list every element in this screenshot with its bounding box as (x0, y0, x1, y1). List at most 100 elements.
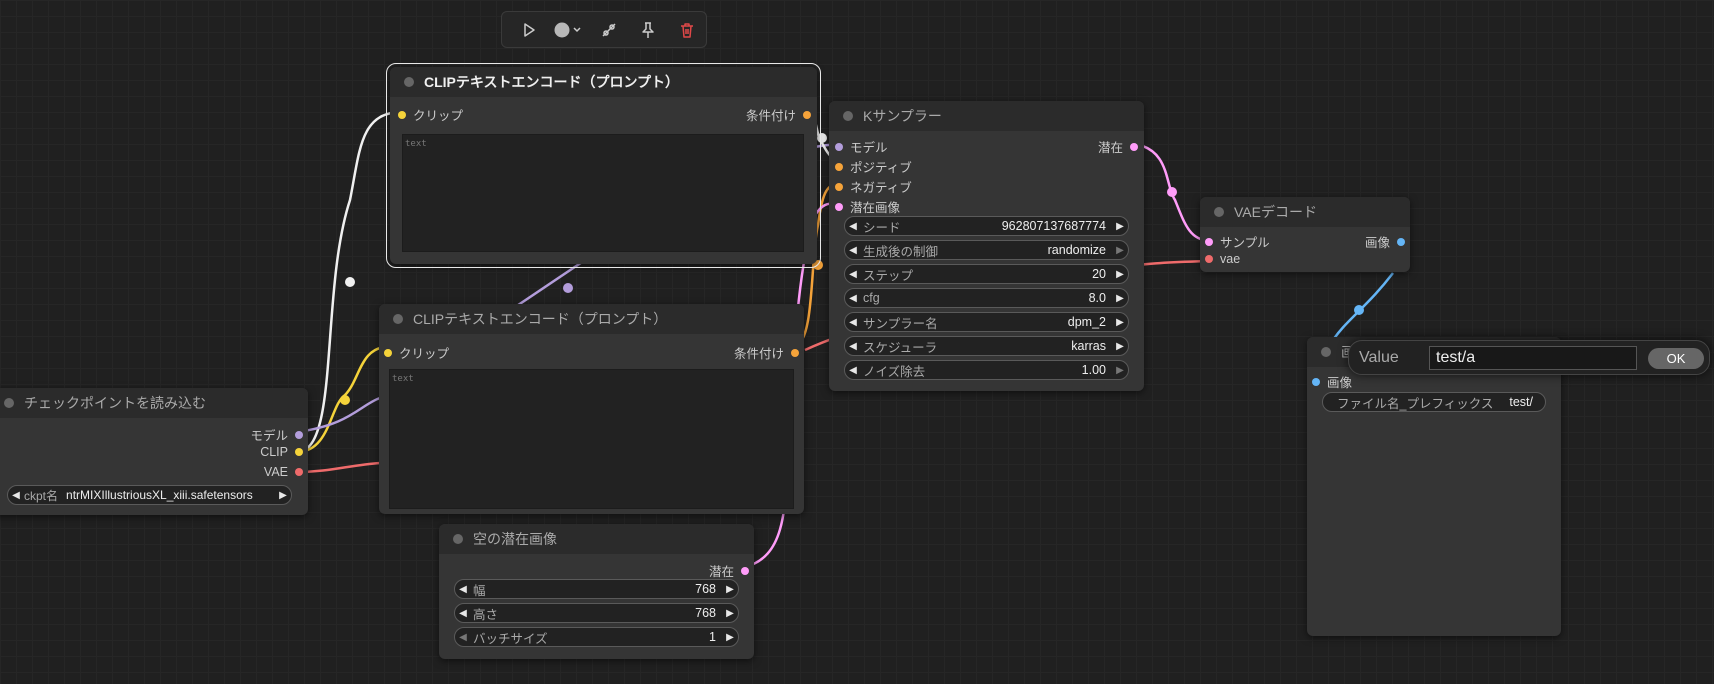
cfg-widget[interactable]: ◀ cfg 8.0 ▶ (844, 288, 1129, 308)
collapse-dot-icon[interactable] (1321, 347, 1331, 357)
increment-arrow-icon[interactable]: ▶ (726, 631, 734, 643)
reroute-dot[interactable] (340, 395, 350, 405)
vae-slot-dot[interactable] (295, 468, 303, 476)
reroute-dot[interactable] (345, 277, 355, 287)
latent-slot-dot[interactable] (1130, 142, 1138, 151)
output-slot-latent[interactable]: 潜在 (1098, 137, 1138, 156)
node-title-bar[interactable]: チェックポイントを読み込む (0, 388, 308, 418)
collapse-dot-icon[interactable] (453, 534, 463, 544)
ksampler-node[interactable]: Kサンプラー モデル ポジティブ ネガティブ 潜在画像 潜在 ◀ シード 962… (829, 101, 1144, 391)
collapse-dot-icon[interactable] (404, 77, 414, 87)
reroute-dot[interactable] (563, 283, 573, 293)
batch-size-widget[interactable]: ◀ バッチサイズ 1 ▶ (454, 627, 739, 647)
increment-arrow-icon[interactable]: ▶ (726, 607, 734, 619)
clip-text-encode-node[interactable]: CLIPテキストエンコード（プロンプト） クリップ 条件付け text (386, 63, 821, 268)
increment-arrow-icon[interactable]: ▶ (1116, 316, 1124, 328)
output-slot-conditioning[interactable]: 条件付け (746, 105, 811, 124)
height-widget[interactable]: ◀ 高さ 768 ▶ (454, 603, 739, 623)
increment-arrow-icon[interactable]: ▶ (1116, 340, 1124, 352)
sampler-name-widget[interactable]: ◀ サンプラー名 dpm_2 ▶ (844, 312, 1129, 332)
latent-slot-dot[interactable] (741, 566, 749, 575)
load-checkpoint-node[interactable]: チェックポイントを読み込む モデル CLIP VAE ◀ ckpt名 ntrMI… (0, 388, 308, 515)
decrement-arrow-icon[interactable]: ◀ (849, 340, 857, 352)
width-widget[interactable]: ◀ 幅 768 ▶ (454, 579, 739, 599)
model-slot-dot[interactable] (295, 430, 303, 439)
increment-arrow-icon[interactable]: ▶ (1116, 244, 1124, 256)
decrement-arrow-icon[interactable]: ◀ (459, 583, 467, 595)
clip-slot-dot[interactable] (295, 448, 303, 456)
empty-latent-image-node[interactable]: 空の潜在画像 潜在 ◀ 幅 768 ▶ ◀ 高さ 768 ▶ ◀ バッチサイズ … (439, 524, 754, 659)
node-title-bar[interactable]: Kサンプラー (829, 101, 1144, 131)
increment-arrow-icon[interactable]: ▶ (1116, 364, 1124, 376)
decrement-arrow-icon[interactable]: ◀ (849, 316, 857, 328)
clip-slot-dot[interactable] (398, 110, 406, 119)
node-title-bar[interactable]: CLIPテキストエンコード（プロンプト） (379, 304, 804, 334)
node-title-bar[interactable]: CLIPテキストエンコード（プロンプト） (390, 67, 817, 97)
clip-slot-dot[interactable] (384, 348, 392, 357)
decrement-arrow-icon[interactable]: ◀ (459, 631, 467, 643)
increment-arrow-icon[interactable]: ▶ (1116, 292, 1124, 304)
increment-arrow-icon[interactable]: ▶ (279, 489, 287, 501)
value-input[interactable]: test/a (1429, 346, 1637, 370)
delete-button[interactable] (674, 12, 700, 47)
output-slot-clip[interactable]: CLIP (260, 445, 303, 459)
scheduler-widget[interactable]: ◀ スケジューラ karras ▶ (844, 336, 1129, 356)
reroute-dot[interactable] (817, 133, 827, 143)
bypass-button[interactable] (596, 12, 622, 47)
input-slot-negative[interactable]: ネガティブ (835, 177, 912, 196)
decrement-arrow-icon[interactable]: ◀ (849, 364, 857, 376)
vae-decode-node[interactable]: VAEデコード サンプル vae 画像 (1200, 197, 1410, 272)
increment-arrow-icon[interactable]: ▶ (1116, 268, 1124, 280)
conditioning-slot-dot[interactable] (791, 348, 799, 357)
input-slot-clip[interactable]: クリップ (398, 105, 463, 124)
increment-arrow-icon[interactable]: ▶ (726, 583, 734, 595)
pin-button[interactable] (635, 12, 661, 47)
latent-slot-dot[interactable] (1205, 237, 1213, 246)
node-title-bar[interactable]: VAEデコード (1200, 197, 1410, 227)
collapse-dot-icon[interactable] (1214, 207, 1224, 217)
save-image-node[interactable]: 画 画像 ファイル名_プレフィックス test/ (1307, 337, 1561, 636)
input-slot-positive[interactable]: ポジティブ (835, 157, 912, 176)
clip-text-encode-node[interactable]: CLIPテキストエンコード（プロンプト） クリップ 条件付け text (379, 304, 804, 514)
conditioning-slot-dot[interactable] (835, 182, 843, 191)
increment-arrow-icon[interactable]: ▶ (1116, 220, 1124, 232)
image-slot-dot[interactable] (1312, 377, 1320, 386)
ckpt-name-widget[interactable]: ◀ ckpt名 ntrMIXIllustriousXL_xiii.safeten… (7, 485, 292, 505)
decrement-arrow-icon[interactable]: ◀ (849, 220, 857, 232)
latent-slot-dot[interactable] (835, 202, 843, 211)
output-slot-conditioning[interactable]: 条件付け (734, 343, 799, 362)
vae-slot-dot[interactable] (1205, 255, 1213, 263)
collapse-dot-icon[interactable] (393, 314, 403, 324)
steps-widget[interactable]: ◀ ステップ 20 ▶ (844, 264, 1129, 284)
input-slot-images[interactable]: 画像 (1312, 372, 1352, 391)
input-slot-vae[interactable]: vae (1205, 252, 1240, 266)
conditioning-slot-dot[interactable] (803, 110, 811, 119)
control-after-generate-widget[interactable]: ◀ 生成後の制御 randomize ▶ (844, 240, 1129, 260)
filename-prefix-widget[interactable]: ファイル名_プレフィックス test/ (1322, 392, 1546, 412)
decrement-arrow-icon[interactable]: ◀ (849, 244, 857, 256)
model-slot-dot[interactable] (835, 142, 843, 151)
output-slot-latent[interactable]: 潜在 (709, 561, 749, 580)
decrement-arrow-icon[interactable]: ◀ (849, 268, 857, 280)
denoise-widget[interactable]: ◀ ノイズ除去 1.00 ▶ (844, 360, 1129, 380)
color-button[interactable] (550, 12, 590, 47)
seed-widget[interactable]: ◀ シード 962807137687774 ▶ (844, 216, 1129, 236)
ok-button[interactable]: OK (1648, 348, 1704, 369)
run-button[interactable] (516, 12, 542, 47)
decrement-arrow-icon[interactable]: ◀ (849, 292, 857, 304)
output-slot-model[interactable]: モデル (250, 425, 303, 444)
collapse-dot-icon[interactable] (4, 398, 14, 408)
conditioning-slot-dot[interactable] (835, 162, 843, 171)
decrement-arrow-icon[interactable]: ◀ (12, 489, 20, 501)
node-title-bar[interactable]: 空の潜在画像 (439, 524, 754, 554)
input-slot-model[interactable]: モデル (835, 137, 888, 156)
output-slot-image[interactable]: 画像 (1365, 232, 1405, 251)
prompt-textarea[interactable]: text (389, 369, 794, 509)
image-slot-dot[interactable] (1397, 237, 1405, 246)
output-slot-vae[interactable]: VAE (264, 465, 303, 479)
prompt-textarea[interactable]: text (402, 134, 804, 252)
input-slot-clip[interactable]: クリップ (384, 343, 449, 362)
decrement-arrow-icon[interactable]: ◀ (459, 607, 467, 619)
input-slot-latent-image[interactable]: 潜在画像 (835, 197, 900, 216)
collapse-dot-icon[interactable] (843, 111, 853, 121)
